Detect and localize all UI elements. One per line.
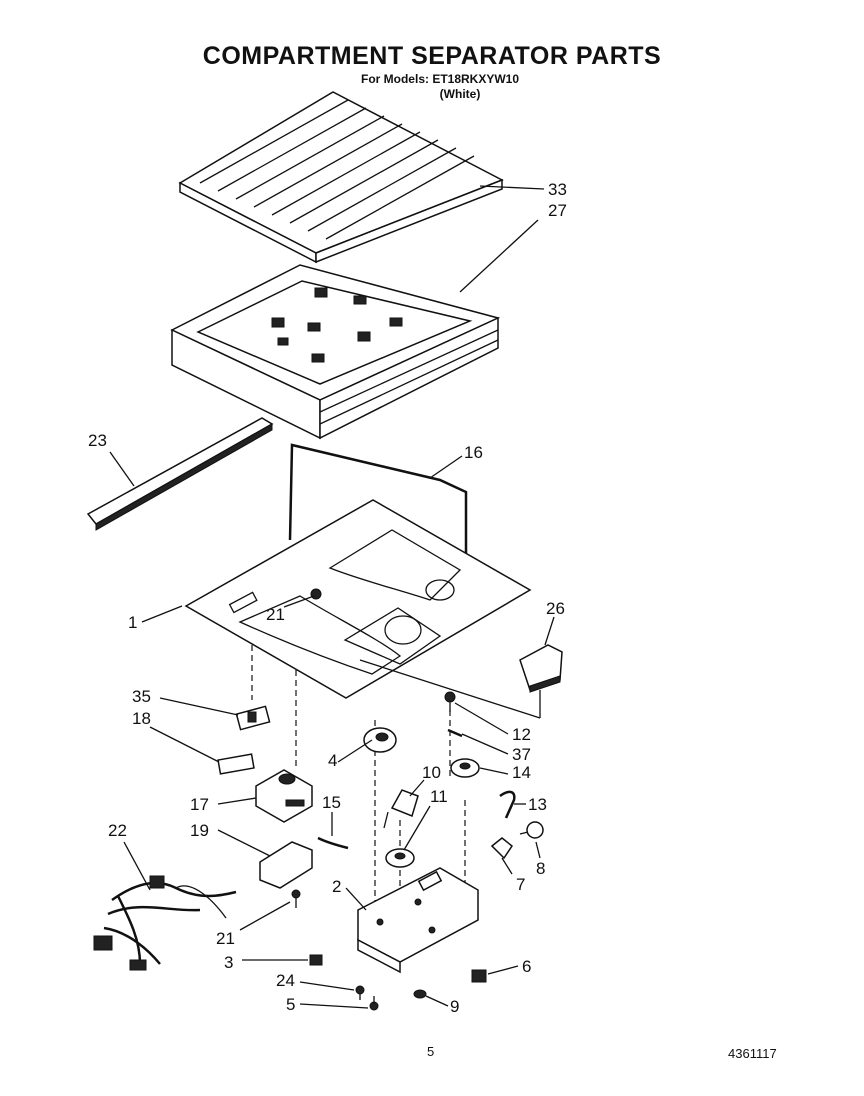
color-line: (White)	[439, 87, 481, 101]
callout-15: 15	[322, 793, 341, 812]
part-21-screw-lower	[291, 889, 301, 908]
part-35-clip	[235, 705, 271, 731]
callout-24: 24	[276, 971, 295, 990]
diagram-title: COMPARTMENT SEPARATOR PARTS	[202, 42, 662, 70]
callout-14: 14	[512, 763, 531, 782]
part-23-trim-strip	[86, 417, 274, 531]
callout-17: 17	[190, 795, 209, 814]
part-13-tube	[499, 790, 516, 819]
callout-5: 5	[286, 995, 295, 1014]
part-16-heater-wire	[288, 443, 468, 600]
models-line: For Models: ET18RKXYW10	[360, 72, 520, 86]
callout-13: 13	[528, 795, 547, 814]
callout-18: 18	[132, 709, 151, 728]
part-3-connector	[309, 954, 323, 966]
part-11-grommet	[385, 848, 415, 868]
part-12-screw	[444, 691, 456, 712]
callout-27: 27	[548, 201, 567, 220]
leader-lines	[109, 185, 555, 1009]
part-18-bracket	[217, 753, 255, 775]
part-15-tube	[317, 836, 349, 850]
callout-7: 7	[516, 875, 525, 894]
callout-23: 23	[88, 431, 107, 450]
callout-16: 16	[464, 443, 483, 462]
callout-22: 22	[108, 821, 127, 840]
callout-11: 11	[430, 787, 448, 806]
callout-9: 9	[450, 997, 459, 1016]
part-24-screw	[355, 985, 365, 1000]
part-26-insulation	[519, 644, 563, 693]
part-27-frame	[170, 264, 501, 440]
part-5-screw	[369, 996, 379, 1011]
callout-35: 35	[132, 687, 151, 706]
callout-37: 37	[512, 745, 531, 764]
part-7-socket	[490, 837, 514, 860]
part-6-connector	[471, 969, 487, 983]
part-17-control-housing	[255, 769, 313, 823]
callout-labels: 33 27 23 16 1 21 26 35 18 12 37 4 10 14 …	[88, 180, 567, 1016]
part-9-grommet	[413, 989, 427, 999]
callout-2: 2	[332, 877, 341, 896]
callout-4: 4	[328, 751, 337, 770]
callout-21-lower: 21	[216, 929, 235, 948]
part-14-washer	[450, 758, 480, 778]
callout-26: 26	[546, 599, 565, 618]
callout-19: 19	[190, 821, 209, 840]
part-1-separator-pan	[184, 499, 532, 699]
part-33-shelf-grille	[178, 91, 504, 264]
callout-6: 6	[522, 957, 531, 976]
callout-3: 3	[224, 953, 233, 972]
callout-12: 12	[512, 725, 531, 744]
part-37-spacer	[447, 728, 463, 738]
callout-10: 10	[422, 763, 441, 782]
document-number: 4361117	[728, 1046, 777, 1061]
part-10-thermostat	[383, 789, 419, 829]
part-19-bracket	[259, 841, 313, 889]
callout-21-upper: 21	[266, 605, 285, 624]
part-22-wiring-harness	[93, 875, 237, 971]
callout-1: 1	[128, 613, 137, 632]
callout-8: 8	[536, 859, 545, 878]
callout-33: 33	[548, 180, 567, 199]
part-2-control-box	[357, 867, 479, 974]
page-number: 5	[427, 1044, 435, 1059]
part-8-light	[519, 821, 544, 839]
part-4-knob	[363, 727, 397, 753]
